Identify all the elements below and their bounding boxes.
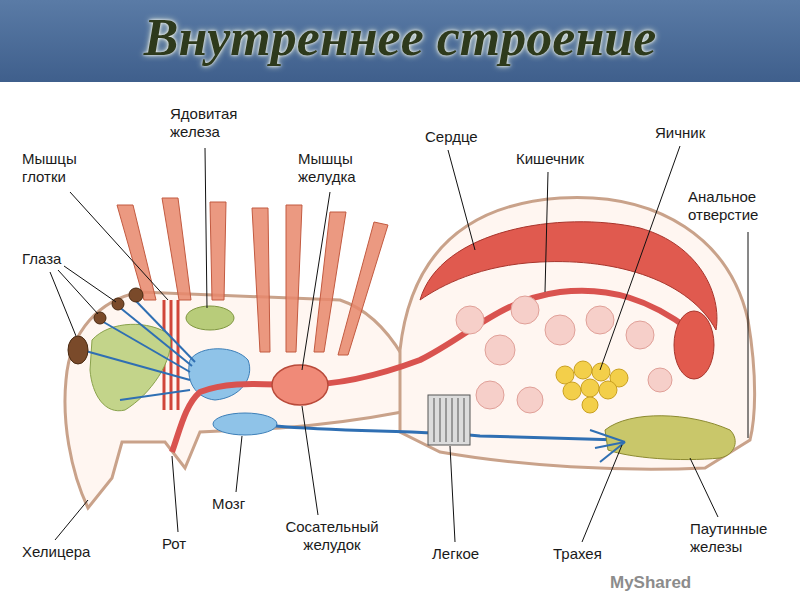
nerves bbox=[82, 300, 620, 440]
nerve bbox=[100, 320, 190, 372]
leader-line bbox=[172, 456, 178, 532]
part-label: Мышцы глотки bbox=[22, 150, 94, 186]
lobe bbox=[626, 321, 654, 349]
lamella bbox=[440, 398, 441, 442]
leader-line bbox=[55, 500, 88, 540]
lobe bbox=[517, 387, 543, 413]
leader-line bbox=[58, 270, 98, 314]
egg bbox=[592, 363, 610, 381]
lobe bbox=[648, 368, 672, 392]
muscle bbox=[117, 205, 156, 300]
part-label: Глаза bbox=[22, 250, 82, 268]
trachea-tube bbox=[590, 430, 625, 442]
part-label: Анальное отверстие bbox=[688, 188, 788, 224]
eye bbox=[112, 298, 124, 310]
venom-gland bbox=[186, 306, 234, 330]
part-label: Яичник bbox=[655, 124, 735, 142]
muscle bbox=[314, 212, 346, 352]
subesophageal-ganglion bbox=[213, 413, 277, 435]
egg bbox=[599, 381, 617, 399]
eye bbox=[94, 312, 106, 324]
sucking-stomach bbox=[272, 365, 328, 405]
lobe bbox=[586, 306, 614, 334]
lobe bbox=[511, 296, 539, 324]
lamella bbox=[464, 398, 465, 442]
part-label: Мышцы желудка bbox=[298, 150, 383, 186]
leader-line bbox=[448, 150, 475, 250]
leader-line bbox=[582, 445, 622, 542]
leader-line bbox=[302, 406, 318, 515]
lamella bbox=[446, 398, 447, 442]
part-label: Хелицера bbox=[22, 543, 122, 561]
leader-line bbox=[64, 266, 116, 302]
lobe bbox=[456, 306, 484, 334]
egg bbox=[581, 379, 599, 397]
lung bbox=[428, 395, 470, 445]
eye bbox=[129, 288, 143, 302]
leader-line bbox=[450, 446, 455, 542]
heart bbox=[420, 222, 717, 330]
midgut-lobes bbox=[456, 296, 672, 413]
leader-lines bbox=[50, 146, 748, 542]
leader-line bbox=[600, 146, 680, 370]
lamella bbox=[452, 398, 453, 442]
part-label: Трахея bbox=[553, 545, 633, 563]
egg bbox=[563, 382, 581, 400]
muscle bbox=[162, 198, 191, 300]
ovary bbox=[556, 361, 628, 413]
part-label: Сосательный желудок bbox=[262, 518, 402, 554]
leader-line bbox=[50, 272, 76, 336]
nerve bbox=[135, 300, 195, 362]
leader-line bbox=[205, 148, 207, 308]
book-lung bbox=[428, 395, 470, 445]
leader-line bbox=[302, 192, 330, 370]
leader-line bbox=[545, 172, 548, 292]
lamella bbox=[434, 398, 435, 442]
part-label: Мозг bbox=[212, 495, 272, 513]
stercoral-pocket bbox=[674, 311, 714, 379]
part-label: Легкое bbox=[432, 545, 512, 563]
part-label: Кишечник bbox=[516, 150, 616, 168]
trachea bbox=[590, 430, 625, 462]
lobe bbox=[476, 381, 504, 409]
silk-glands bbox=[605, 416, 735, 460]
leader-line bbox=[236, 436, 242, 492]
egg bbox=[582, 397, 598, 413]
part-label: Рот bbox=[162, 535, 202, 553]
leader-line bbox=[70, 192, 168, 300]
lamella bbox=[458, 398, 459, 442]
title-text: Внутреннее строение bbox=[0, 8, 800, 67]
part-label: Сердце bbox=[425, 128, 505, 146]
egg bbox=[556, 366, 574, 384]
part-label: Ядовитая железа bbox=[170, 105, 265, 141]
muscle bbox=[252, 208, 270, 352]
leader-line bbox=[690, 458, 718, 517]
muscle bbox=[338, 222, 388, 355]
lobe bbox=[545, 315, 575, 345]
watermark: MyShared bbox=[610, 574, 730, 592]
leader-line bbox=[748, 232, 749, 438]
nerve bbox=[82, 350, 190, 380]
trachea-tube bbox=[600, 442, 625, 462]
muscle bbox=[286, 205, 302, 352]
egg bbox=[574, 361, 592, 379]
part-label: Паутинные железы bbox=[690, 520, 790, 556]
muscle bbox=[210, 202, 226, 300]
eye bbox=[68, 336, 88, 364]
lung-lamellae bbox=[434, 398, 464, 442]
nerve bbox=[120, 390, 190, 400]
abdomen-outline bbox=[400, 197, 755, 469]
eyes bbox=[68, 288, 143, 364]
lobe bbox=[485, 335, 515, 365]
